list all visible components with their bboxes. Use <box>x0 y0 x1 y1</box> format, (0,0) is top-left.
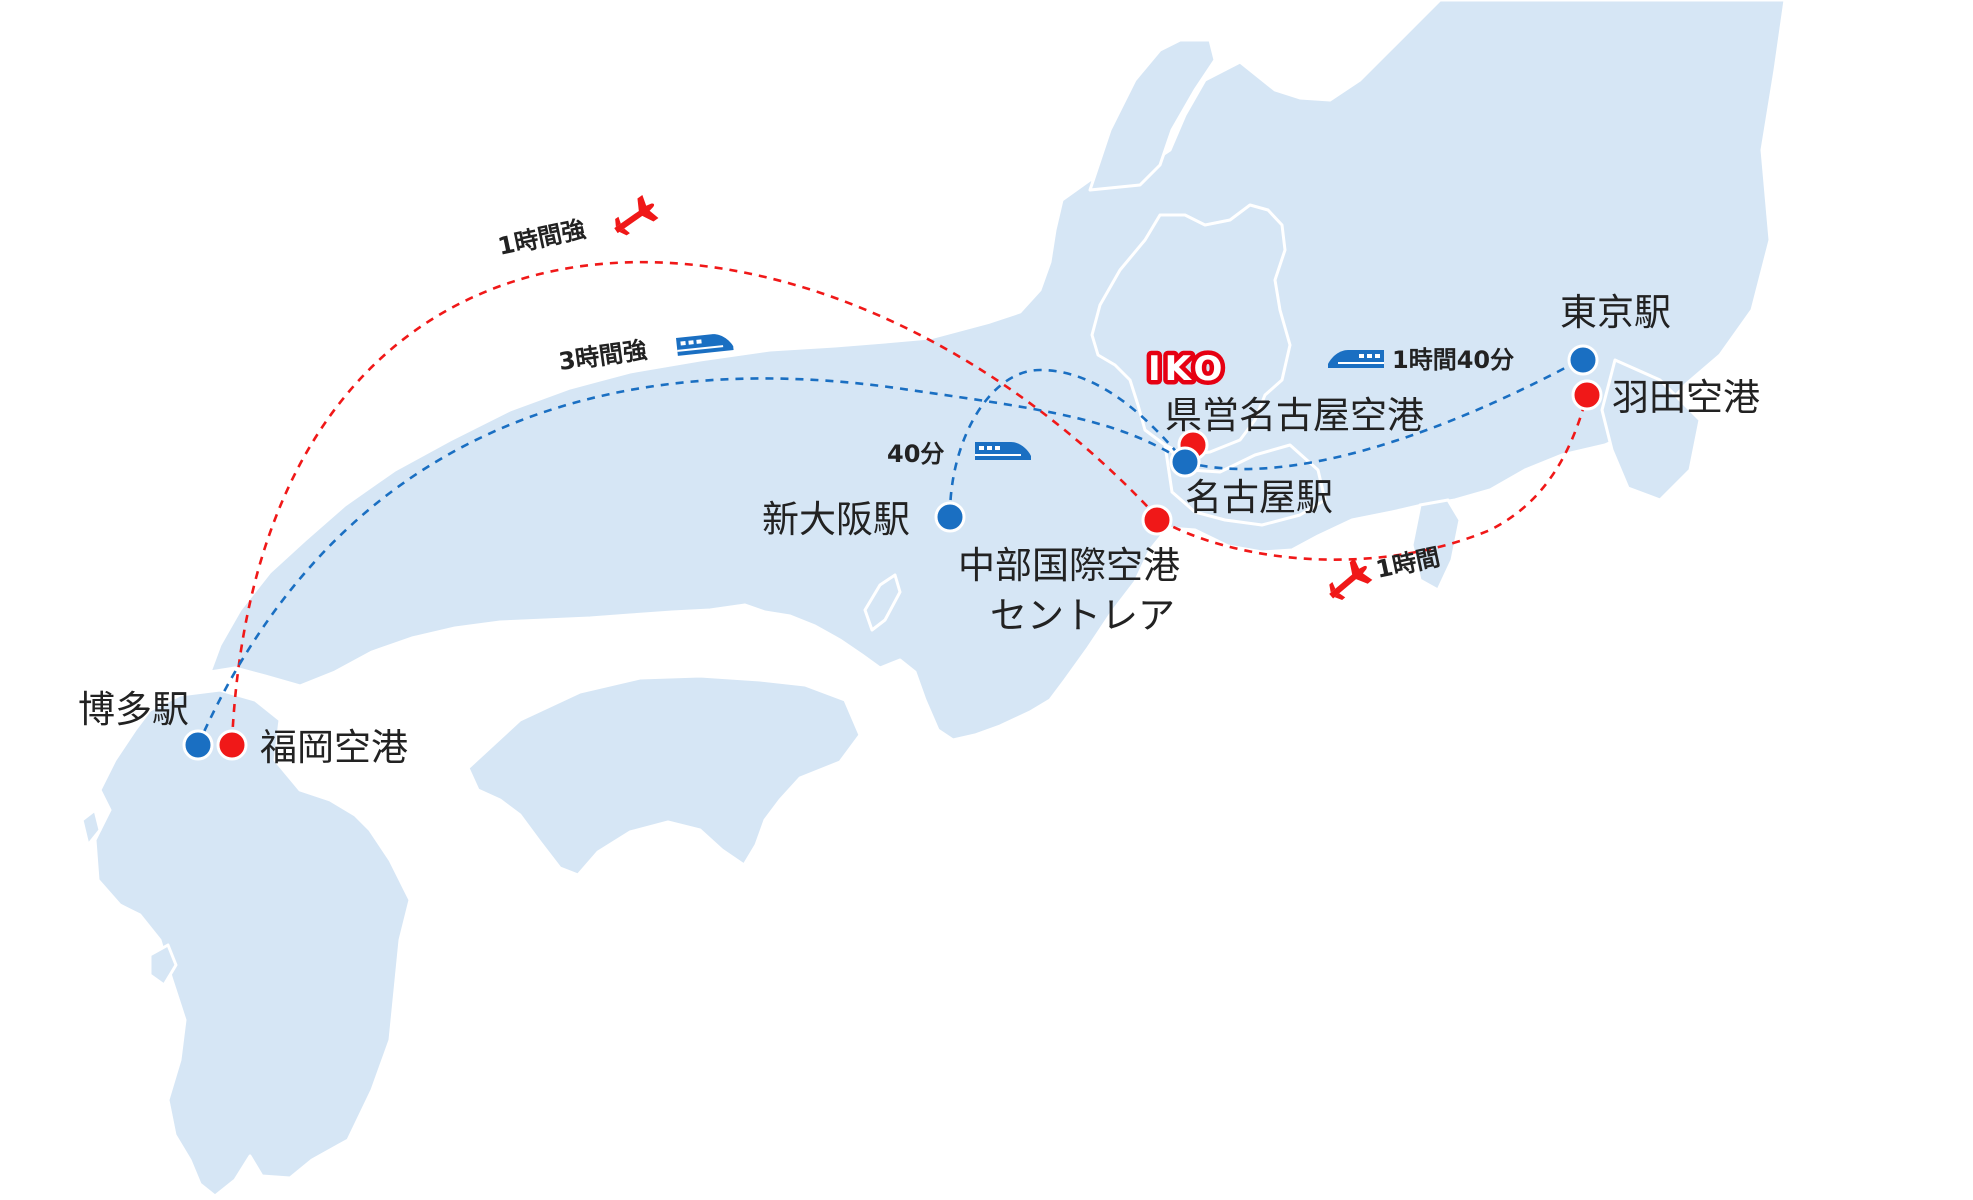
landmass <box>80 0 1787 1198</box>
points <box>182 344 1603 761</box>
izu-peninsula <box>1410 498 1462 592</box>
tokyo-station-marker[interactable] <box>1567 344 1599 376</box>
hakata-station-marker[interactable] <box>182 729 214 761</box>
nagoya-station-label: 名古屋駅 <box>1185 476 1333 519</box>
hakata-station-label: 博多駅 <box>78 688 189 731</box>
route-shinosaka-nagoya-rail <box>948 368 1186 516</box>
honshu-island <box>208 0 1787 742</box>
awaji-island <box>863 573 902 632</box>
kyushu-island <box>93 688 412 1198</box>
chubu-airport-marker[interactable] <box>1141 504 1173 536</box>
fukuoka-air-time: 1時間強 <box>495 215 588 261</box>
prefecture-borders <box>1090 203 1327 527</box>
shinkansen-icon <box>975 442 1031 460</box>
haneda-airport-label: 羽田空港 <box>1612 376 1760 419</box>
chubu-airport-label-line1: 中部国際空港 <box>958 544 1180 587</box>
fukuoka-airport-marker[interactable] <box>216 729 248 761</box>
airplane-icon <box>614 195 659 236</box>
goto-islands <box>80 808 102 847</box>
nagoya-pref-airport-label: 県営名古屋空港 <box>1165 394 1424 437</box>
chubu-airport-label-line2: セントレア <box>990 594 1175 637</box>
route-chubu-haneda-air <box>1159 394 1589 561</box>
osaka-rail-time: 40分 <box>887 440 944 468</box>
iko-logo-text-fill: IKO <box>1148 349 1226 389</box>
iko-logo: IKO IKO <box>1144 345 1227 394</box>
noto-peninsula <box>1088 38 1217 192</box>
routes <box>196 260 1589 746</box>
shin-osaka-station-marker[interactable] <box>934 501 966 533</box>
place-labels: 博多駅 福岡空港 新大阪駅 中部国際空港 セントレア 県営名古屋空港 名古屋駅 … <box>78 291 1760 769</box>
iko-logo-text: IKO <box>1148 349 1226 389</box>
gifu-border <box>1090 203 1292 457</box>
shinkansen-icon <box>676 334 734 356</box>
shikoku-island <box>466 674 862 877</box>
nagoya-station-marker[interactable] <box>1169 446 1201 478</box>
shinkansen-icon <box>1328 350 1384 368</box>
aichi-border <box>1163 443 1327 527</box>
boso-peninsula <box>1600 358 1702 502</box>
airplane-icon <box>1329 558 1373 600</box>
shin-osaka-station-label: 新大阪駅 <box>762 498 910 541</box>
tokyo-rail-time: 1時間40分 <box>1392 346 1514 374</box>
tokyo-station-label: 東京駅 <box>1560 291 1671 334</box>
haneda-airport-marker[interactable] <box>1571 379 1603 411</box>
route-nagoya-tokyo-rail <box>1184 358 1581 471</box>
route-fukuoka-chubu-air <box>230 260 1161 743</box>
amakusa-islands <box>148 943 178 987</box>
fukuoka-airport-label: 福岡空港 <box>260 726 408 769</box>
